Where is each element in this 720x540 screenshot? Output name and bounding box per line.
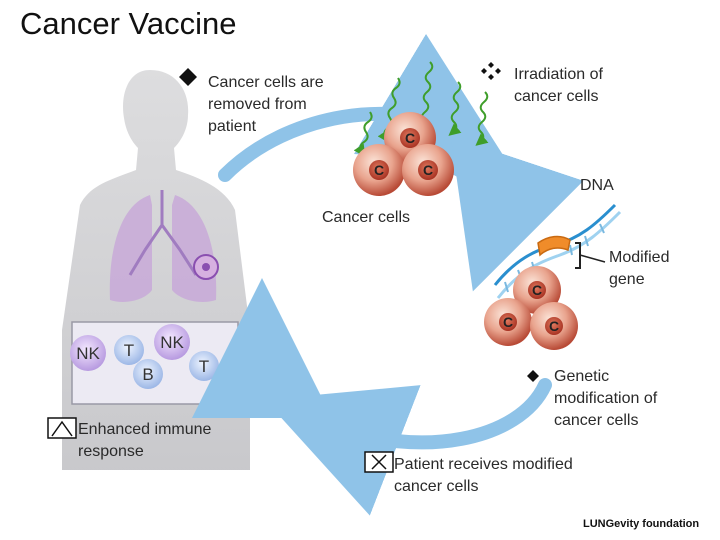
cancer-cells-top bbox=[353, 112, 454, 196]
step-immune-label: Enhanced immune response bbox=[78, 421, 212, 460]
diamond-bullet-icon bbox=[179, 68, 197, 86]
immune-cell-label: B bbox=[142, 365, 153, 384]
cell-letter: C bbox=[532, 282, 542, 298]
cell-letter: C bbox=[549, 318, 559, 334]
modified-gene-segment bbox=[537, 235, 571, 257]
x-box-bullet-icon bbox=[364, 451, 394, 473]
cell-letter: C bbox=[405, 130, 415, 146]
lungs bbox=[109, 190, 219, 302]
small-diamond-bullet-icon bbox=[527, 370, 539, 382]
nk-cell-2 bbox=[154, 324, 190, 360]
immune-panel bbox=[70, 321, 239, 405]
page-title: Cancer Vaccine bbox=[20, 6, 237, 41]
caret-box-bullet-icon bbox=[47, 417, 77, 439]
immune-cell-label: NK bbox=[160, 333, 184, 352]
cell-letter: C bbox=[503, 314, 513, 330]
bullets bbox=[47, 62, 539, 473]
arrow-bottom-left bbox=[192, 278, 333, 419]
nk-cell-1 bbox=[70, 335, 106, 371]
step-removed-label: Cancer cells are removed from patient bbox=[208, 74, 324, 135]
step-irradiation-label: Irradiation of cancer cells bbox=[514, 66, 603, 105]
credit-logo-text: LUNGevity foundation bbox=[583, 518, 700, 530]
immune-cell-label: T bbox=[199, 357, 209, 376]
arrow-bottom bbox=[264, 378, 552, 516]
cell-letter: C bbox=[374, 162, 384, 178]
modified-gene-label: Modified gene bbox=[609, 249, 670, 288]
arrow-top-right bbox=[443, 136, 584, 292]
t-cell-1 bbox=[114, 335, 144, 365]
cancer-cells-modified bbox=[484, 266, 578, 350]
step-patient-label: Patient receives modified cancer cells bbox=[394, 456, 573, 495]
immune-cell-label: T bbox=[124, 341, 134, 360]
b-cell bbox=[133, 359, 163, 389]
cancer-cells-label: Cancer cells bbox=[322, 209, 411, 226]
cell-letter: C bbox=[423, 162, 433, 178]
step-genetic-label: Genetic modification of cancer cells bbox=[554, 368, 658, 429]
immune-cell-label: NK bbox=[76, 344, 100, 363]
dna-label: DNA bbox=[580, 177, 614, 194]
four-diamond-bullet-icon bbox=[481, 62, 501, 80]
